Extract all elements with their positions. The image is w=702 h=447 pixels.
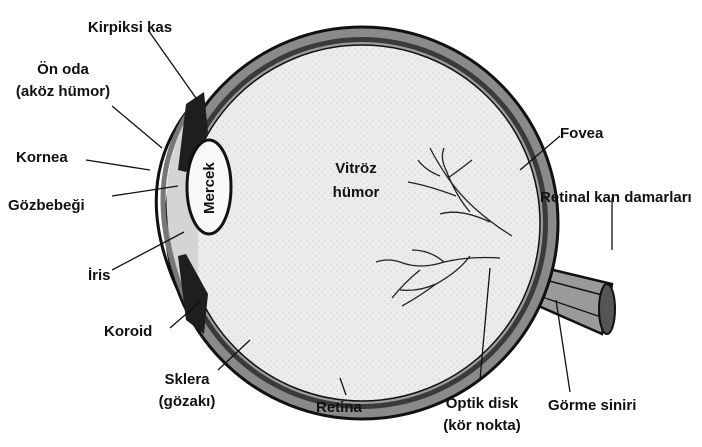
optic-nerve-label: Görme siniri <box>548 396 636 415</box>
blind-spot-label: (kör nokta) <box>432 416 532 435</box>
cornea-label: Kornea <box>16 148 68 167</box>
aqueous-humor-label: (aköz hümor) <box>8 82 118 101</box>
iris-label: İris <box>88 266 111 285</box>
retina-label: Retina <box>316 398 362 417</box>
white-of-eye-label: (gözakı) <box>150 392 224 411</box>
retinal-blood-vessels-label: Retinal kan damarları <box>540 188 692 207</box>
lens-label: Mercek <box>201 162 218 214</box>
choroid-label: Koroid <box>104 322 152 341</box>
anterior-chamber-label: Ön oda <box>8 60 118 79</box>
vitreous-humor-label-line2: hümor <box>333 184 380 201</box>
pupil-label: Gözbebeği <box>8 196 85 215</box>
vitreous-humor-label-line1: Vitröz <box>335 160 376 177</box>
optic-disk-label: Optik disk <box>432 394 532 413</box>
vitreous-chamber <box>184 45 540 401</box>
ciliary-muscle-label: Kirpiksi kas <box>85 18 175 37</box>
sclera-label: Sklera <box>150 370 224 389</box>
fovea-label: Fovea <box>560 124 603 143</box>
optic-nerve-cut-end <box>599 284 615 334</box>
